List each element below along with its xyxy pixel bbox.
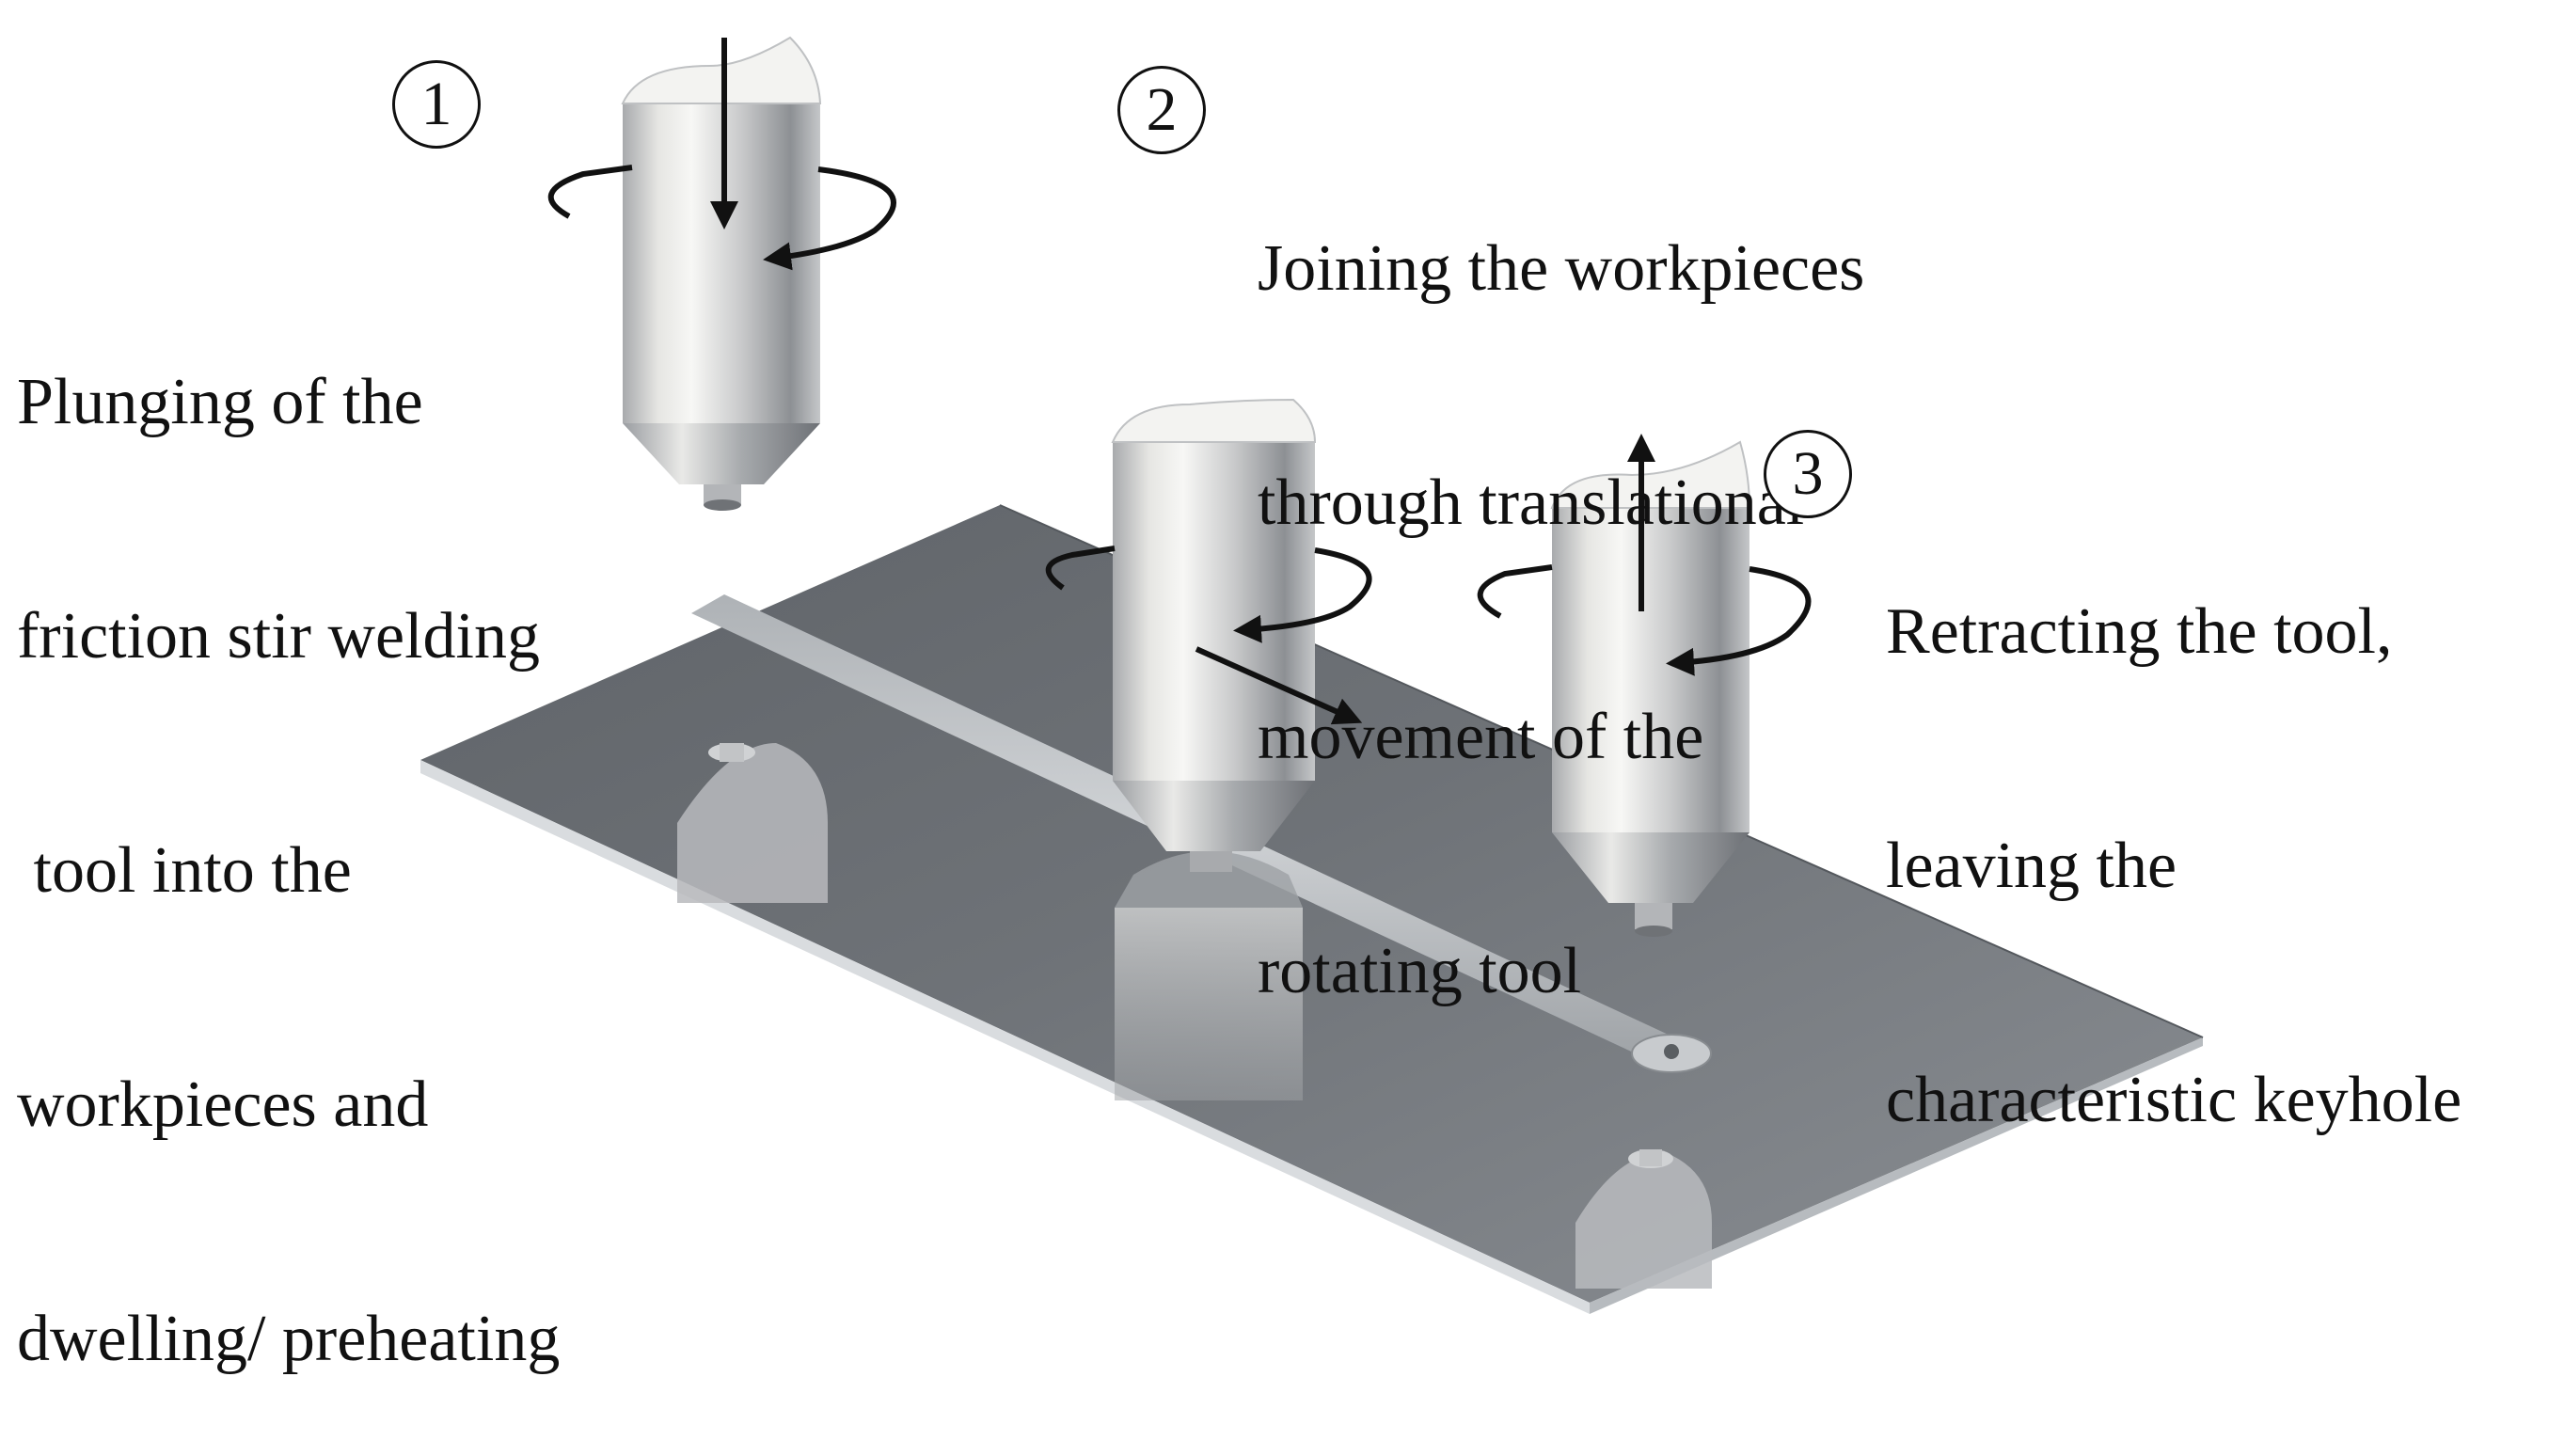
step-1-line: Plunging of the <box>17 366 423 438</box>
step-3-line: leaving the <box>1886 830 2177 902</box>
rotation-arrow-1 <box>547 165 896 271</box>
step-3-description: Retracting the tool, leaving the charact… <box>1886 436 2462 1217</box>
step-3-number: 3 <box>1764 430 1852 518</box>
step-2-line: rotating tool <box>1258 935 1582 1007</box>
step-1-description: Plunging of the friction stir welding to… <box>17 207 560 1456</box>
step-3-line: characteristic keyhole <box>1886 1064 2462 1136</box>
tool-reflections <box>677 743 1712 1289</box>
fsw-process-diagram <box>420 36 2204 1314</box>
step-2-line: movement of the <box>1258 701 1704 773</box>
translation-arrow <box>1195 646 1363 725</box>
step-1-line: workpieces and <box>17 1068 429 1141</box>
step-1-line: tool into the <box>17 834 352 907</box>
step-2-number: 2 <box>1117 66 1206 154</box>
step-1-line: friction stir welding <box>17 600 541 673</box>
step-2-line: Joining the workpieces <box>1258 232 1865 305</box>
step-2-description: Joining the workpieces through translati… <box>1258 73 1864 1088</box>
keyhole <box>1664 1044 1679 1059</box>
step-1-number: 1 <box>392 60 481 149</box>
step-1-line: dwelling/ preheating <box>17 1303 561 1375</box>
rotation-arrow-2 <box>1045 546 1372 643</box>
step-2-line: through translational <box>1258 467 1805 539</box>
tool-3-retracting <box>1550 440 1751 937</box>
rotation-arrow-3 <box>1477 564 1812 676</box>
step-3-line: Retracting the tool, <box>1886 595 2393 668</box>
tool-2-joining <box>1111 398 1317 872</box>
